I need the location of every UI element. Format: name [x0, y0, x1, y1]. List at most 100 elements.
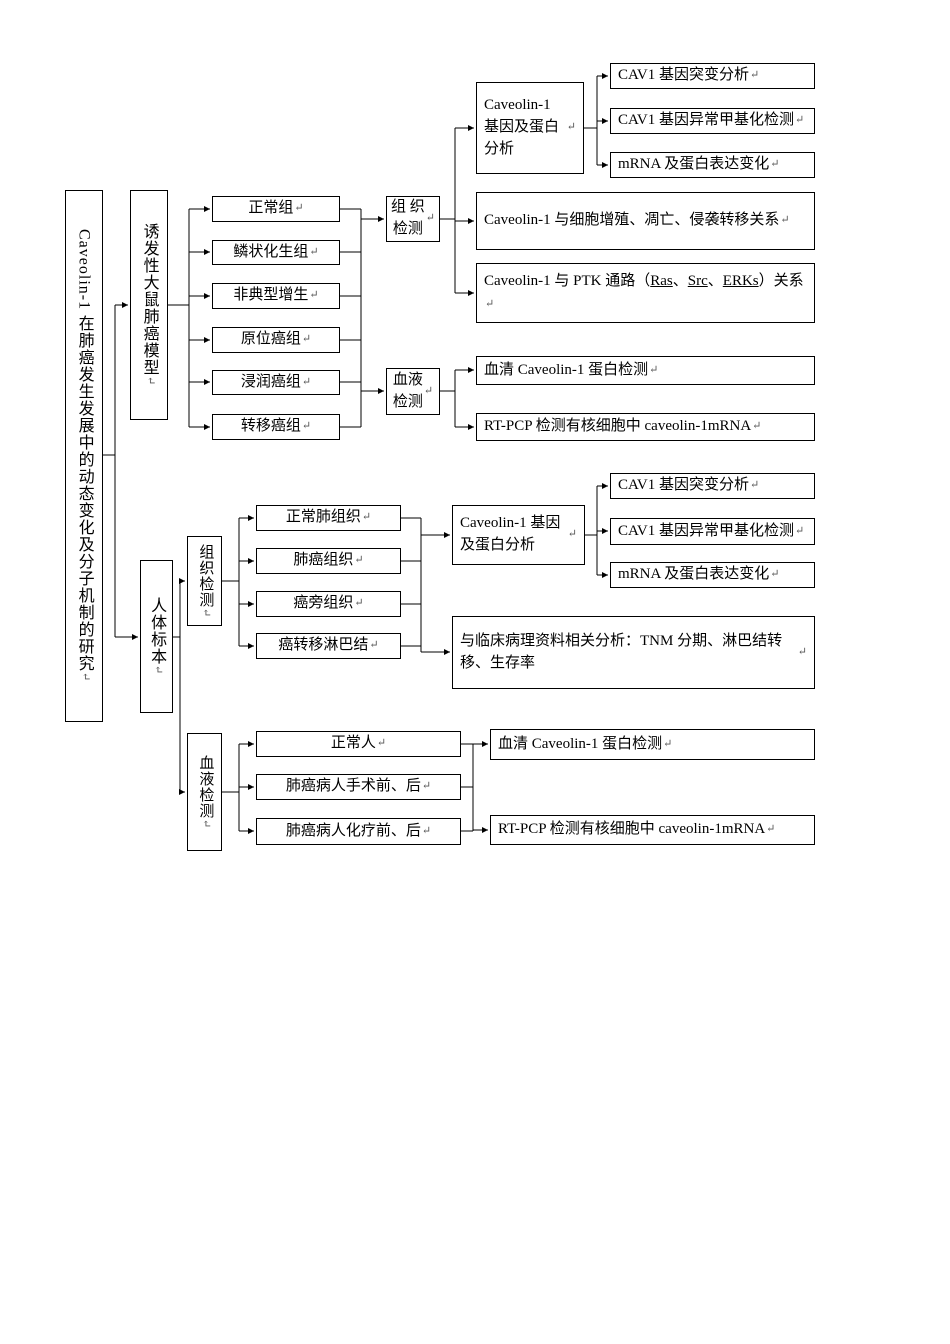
rat-model-branch-label: 诱发性大鼠肺癌模型	[140, 223, 158, 377]
paragraph-mark: ↵	[294, 202, 304, 215]
rat-group-label: 浸润癌组	[240, 373, 301, 390]
human-blood-group-label: 正常人	[330, 735, 376, 752]
clinical-correlation-box: 与临床病理资料相关分析：TNM 分期、淋巴结转移、生存率↵	[452, 616, 815, 689]
paragraph-mark: ↵	[301, 420, 312, 433]
human-mrna-expression-box: mRNA 及蛋白表达变化↵	[610, 562, 815, 588]
human-blood-test-label: 血液检测	[197, 754, 214, 819]
paragraph-mark: ↵	[567, 528, 577, 541]
human-mrna-expression-label: mRNA 及蛋白表达变化	[618, 566, 770, 583]
rat-mrna-expression-label: mRNA 及蛋白表达变化	[618, 156, 770, 173]
human-serum-label: 血清 Caveolin-1 蛋白检测	[498, 735, 663, 752]
rat-group-normal: 正常组↵	[212, 196, 340, 222]
paragraph-mark: ↵	[309, 289, 319, 302]
rat-cav1-methylation-box: CAV1 基因异常甲基化检测↵	[610, 108, 815, 134]
human-serum-box: 血清 Caveolin-1 蛋白检测↵	[490, 729, 815, 760]
rat-group-insitu: 原位癌组↵	[212, 327, 340, 353]
ptk-text-prefix: Caveolin-1 与 PTK 通路（	[484, 273, 651, 290]
paragraph-mark: ↵	[485, 298, 495, 310]
human-tissue-test-label: 组织检测	[197, 543, 214, 608]
rat-group-atypical: 非典型增生↵	[212, 283, 340, 309]
paragraph-mark: ↵	[354, 597, 364, 610]
paragraph-mark: ↵	[663, 737, 673, 750]
paragraph-mark: ↵	[79, 672, 92, 683]
paragraph-mark: ↵	[750, 479, 760, 492]
paragraph-mark: ↵	[421, 824, 432, 837]
rat-group-label: 原位癌组	[240, 331, 301, 348]
paragraph-mark: ↵	[780, 214, 790, 227]
ptk-delim: 、	[707, 273, 723, 290]
rat-rtpcp-box: RT-PCP 检测有核细胞中 caveolin-1mRNA↵	[476, 413, 815, 441]
paragraph-mark: ↵	[421, 780, 432, 793]
rat-cav1-mutation-box: CAV1 基因突变分析↵	[610, 63, 815, 89]
human-tissue-paracancer: 癌旁组织↵	[256, 591, 401, 617]
ptk-src: Src	[687, 273, 708, 290]
human-tissue-label: 正常肺组织	[285, 509, 361, 526]
human-rtpcp-box: RT-PCP 检测有核细胞中 caveolin-1mRNA↵	[490, 815, 815, 845]
human-cav1-methylation-box: CAV1 基因异常甲基化检测↵	[610, 518, 815, 545]
paragraph-mark: ↵	[795, 524, 805, 537]
paragraph-mark: ↵	[770, 158, 780, 171]
human-blood-chemo: 肺癌病人化疗前、后↵	[256, 818, 461, 845]
paragraph-mark: ↵	[309, 245, 319, 258]
rat-protein-analysis-box: Caveolin-1 基因及蛋白分析 ↵	[476, 82, 584, 174]
rat-tissue-test-box: 组 织 检测↵	[386, 196, 440, 242]
human-blood-group-label: 肺癌病人化疗前、后	[285, 822, 421, 839]
human-rtpcp-label: RT-PCP 检测有核细胞中 caveolin-1mRNA	[498, 821, 766, 838]
ptk-erks: ERKs	[722, 273, 759, 290]
rat-group-squamous: 鳞状化生组↵	[212, 240, 340, 265]
human-blood-surgery: 肺癌病人手术前、后↵	[256, 774, 461, 800]
rat-group-label: 鳞状化生组	[233, 243, 309, 260]
paragraph-mark: ↵	[369, 639, 379, 652]
ptk-ras: Ras	[650, 273, 673, 290]
human-cav1-methylation-label: CAV1 基因异常甲基化检测	[618, 522, 794, 539]
rat-blood-test-box: 血液 检测↵	[386, 368, 440, 415]
rat-blood-test-label: 血液 检测	[392, 371, 423, 410]
connector-lines	[102, 73, 608, 834]
clinical-correlation-label: 与临床病理资料相关分析：TNM 分期、淋巴结转移、生存率	[460, 632, 783, 671]
rat-group-label: 转移癌组	[240, 418, 301, 435]
ptk-text-suffix: ）关系	[758, 273, 804, 290]
rat-cav1-methylation-label: CAV1 基因异常甲基化检测	[618, 112, 794, 129]
rat-model-branch-box: 诱发性大鼠肺癌模型↵	[130, 190, 168, 420]
paragraph-mark: ↵	[425, 212, 435, 225]
human-blood-normal: 正常人↵	[256, 731, 461, 757]
rat-group-label: 正常组	[248, 200, 294, 217]
human-tissue-label: 癌转移淋巴结	[278, 637, 369, 654]
human-tissue-lymphnode: 癌转移淋巴结↵	[256, 633, 401, 659]
paragraph-mark: ↵	[354, 554, 364, 567]
human-protein-analysis-label: Caveolin-1 基因及蛋白分析	[460, 515, 561, 553]
paragraph-mark: ↵	[566, 121, 576, 134]
human-blood-group-label: 肺癌病人手术前、后	[285, 778, 421, 795]
rat-group-metastatic: 转移癌组↵	[212, 414, 340, 440]
paragraph-mark: ↵	[361, 511, 372, 524]
human-tissue-normal: 正常肺组织↵	[256, 505, 401, 531]
rat-proliferation-box: Caveolin-1 与细胞增殖、凋亡、侵袭转移关系↵	[476, 192, 815, 250]
rat-rtpcp-label: RT-PCP 检测有核细胞中 caveolin-1mRNA	[484, 418, 752, 435]
paragraph-mark: ↵	[766, 823, 776, 836]
human-tissue-label: 癌旁组织	[293, 595, 354, 612]
rat-group-invasive: 浸润癌组↵	[212, 370, 340, 395]
paragraph-mark: ↵	[151, 665, 164, 676]
ptk-delim: 、	[672, 273, 688, 290]
rat-ptk-pathway-box: Caveolin-1 与 PTK 通路（Ras、Src、ERKs）关系↵	[476, 263, 815, 323]
paragraph-mark: ↵	[301, 375, 312, 388]
root-title-box: Caveolin-1 在肺癌发生发展中的动态变化及分子机制的研究↵	[65, 190, 103, 722]
human-tissue-cancer: 肺癌组织↵	[256, 548, 401, 574]
human-tissue-test-box: 组织检测↵	[187, 536, 222, 626]
paragraph-mark: ↵	[199, 607, 212, 619]
rat-proliferation-label: Caveolin-1 与细胞增殖、凋亡、侵袭转移关系	[484, 212, 780, 229]
paragraph-mark: ↵	[752, 420, 762, 433]
paragraph-mark: ↵	[750, 69, 760, 82]
human-cav1-mutation-box: CAV1 基因突变分析↵	[610, 473, 815, 499]
paragraph-mark: ↵	[649, 363, 659, 376]
paragraph-mark: ↵	[199, 818, 212, 830]
paragraph-mark: ↵	[144, 376, 157, 387]
human-tissue-label: 肺癌组织	[293, 552, 354, 569]
rat-cav1-mutation-label: CAV1 基因突变分析	[618, 67, 749, 84]
rat-ptk-text: Caveolin-1 与 PTK 通路（Ras、Src、ERKs）关系↵	[484, 271, 807, 315]
paragraph-mark: ↵	[301, 333, 312, 346]
rat-serum-label: 血清 Caveolin-1 蛋白检测	[484, 361, 649, 378]
rat-group-label: 非典型增生	[233, 287, 309, 304]
rat-protein-analysis-label: Caveolin-1 基因及蛋白分析	[484, 97, 560, 157]
